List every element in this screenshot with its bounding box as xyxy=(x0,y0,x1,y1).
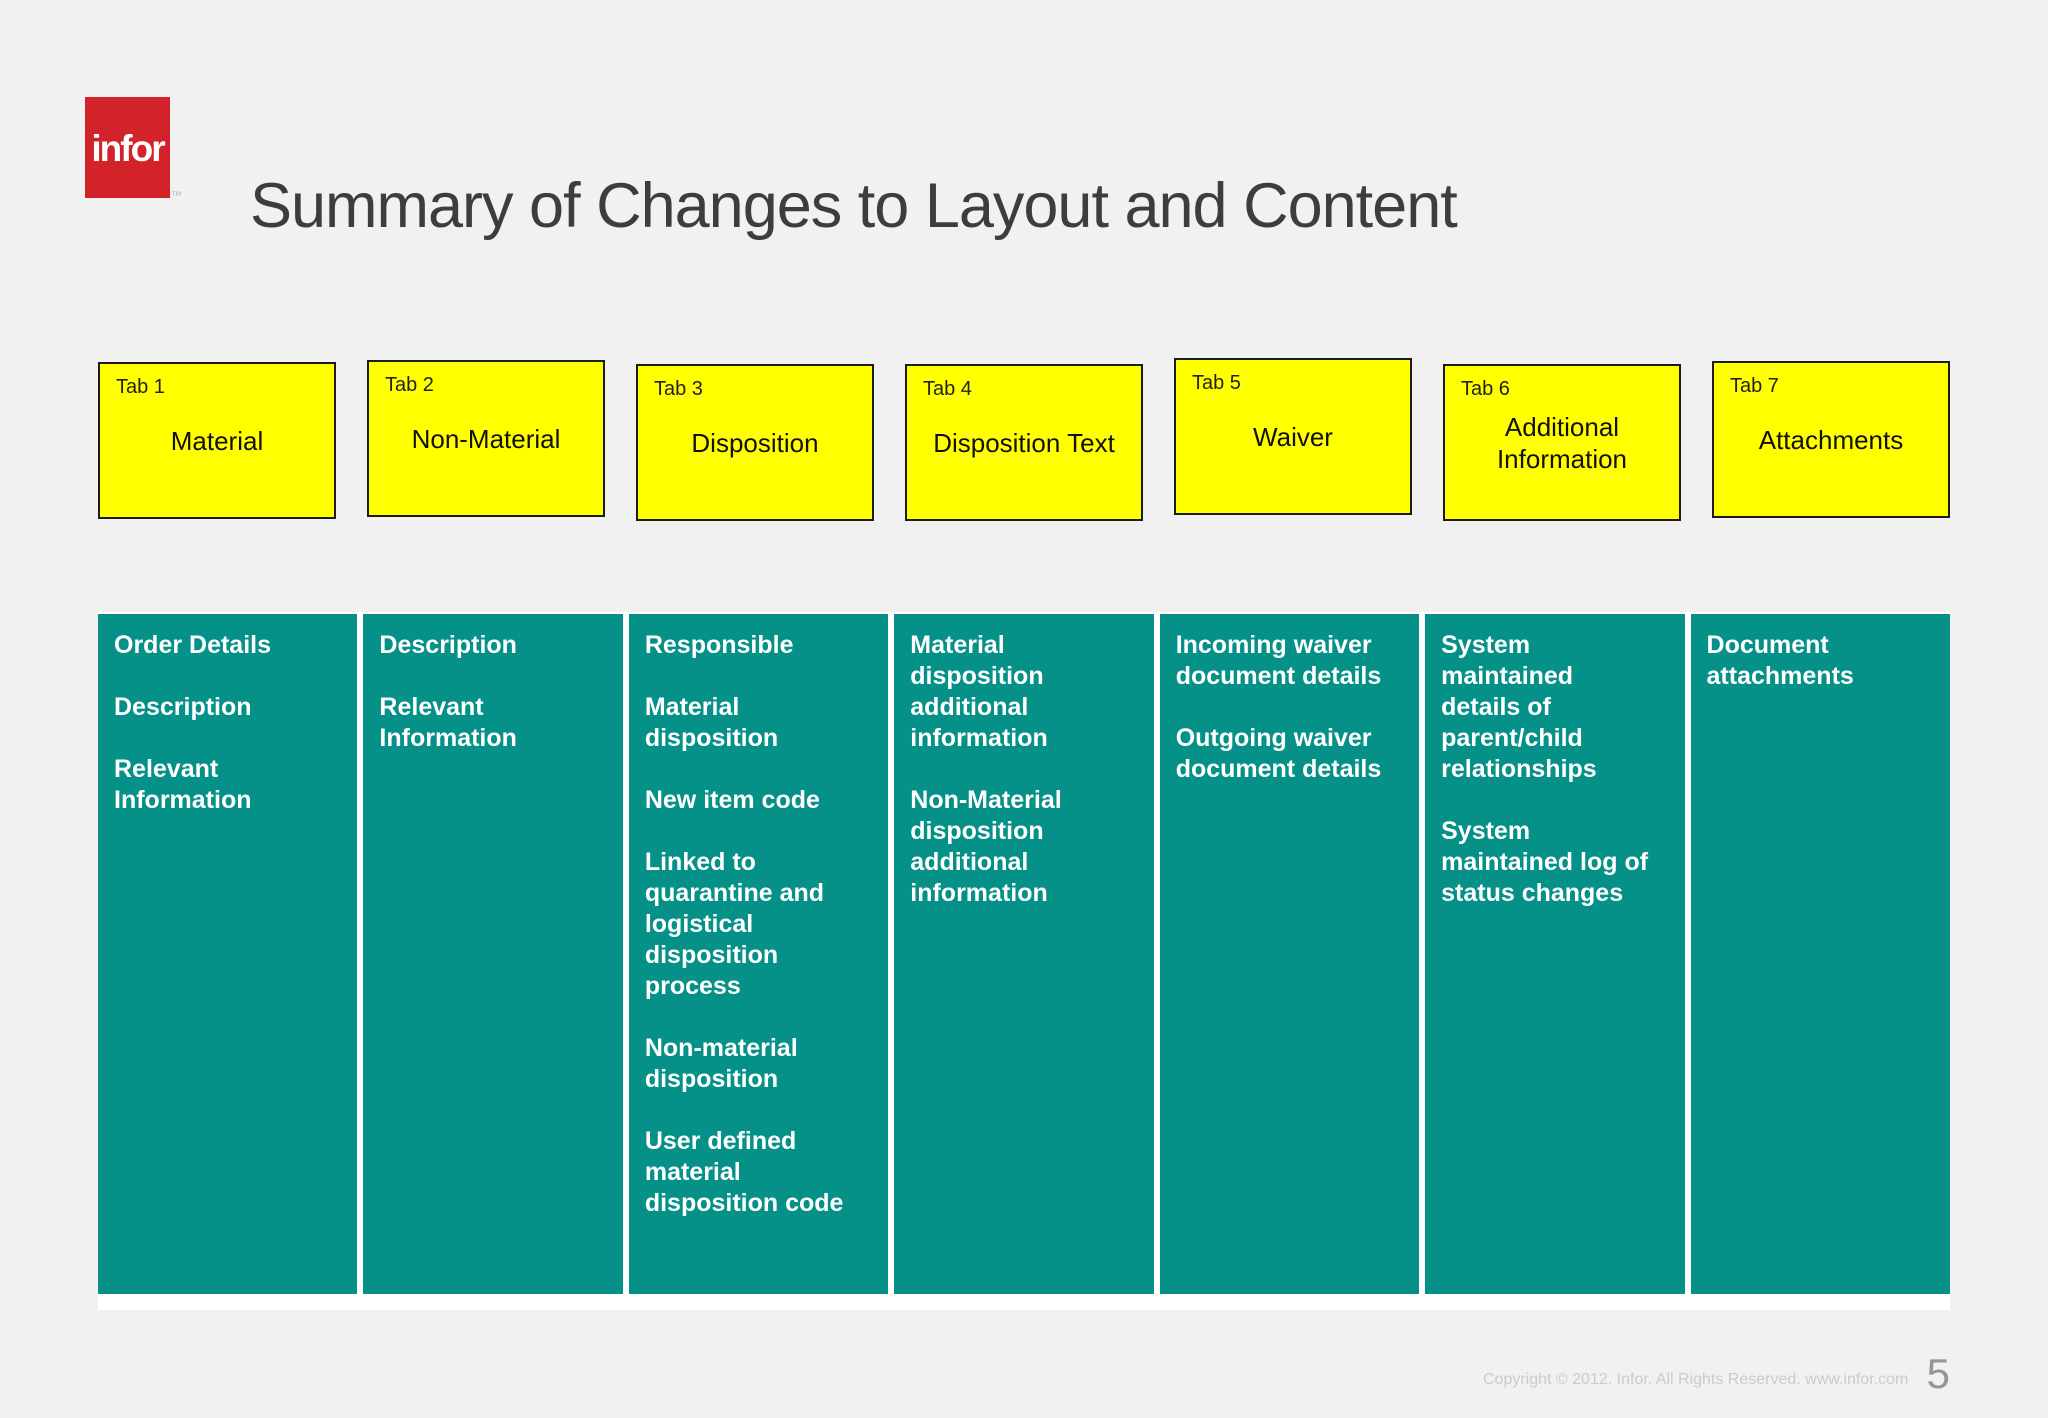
column-item: Relevant Information xyxy=(114,755,252,814)
column-item: New item code xyxy=(644,786,820,814)
tab-box-disposition-text: Tab 4 Disposition Text xyxy=(905,364,1143,521)
tab-box-disposition: Tab 3 Disposition xyxy=(636,364,874,521)
tab-box-non-material: Tab 2 Non-Material xyxy=(367,360,605,517)
column-item: Description xyxy=(114,693,252,721)
tab-label: Waiver xyxy=(1253,421,1333,452)
column-item: Responsible xyxy=(644,631,794,659)
tab-number: Tab 4 xyxy=(923,378,972,400)
content-column-attachments: Document attachments xyxy=(1690,614,1950,1294)
tab-label: Material xyxy=(170,425,264,456)
content-column-waiver: Incoming waiver document details Outgoin… xyxy=(1159,614,1420,1294)
infor-logo-text: infor xyxy=(91,127,165,169)
column-item: Document attachments xyxy=(1706,631,1854,690)
column-item: User defined material disposition code xyxy=(644,1127,844,1217)
content-column-material: Order Details Description Relevant Infor… xyxy=(98,614,358,1294)
column-item: Linked to quarantine and logistical disp… xyxy=(644,848,825,1000)
tab-number: Tab 5 xyxy=(1192,372,1241,394)
column-item: Description xyxy=(379,631,517,659)
tab-box-waiver: Tab 5 Waiver xyxy=(1174,358,1412,515)
column-item: Non-material disposition xyxy=(644,1034,798,1093)
column-item: Relevant Information xyxy=(379,693,517,752)
page-number: 5 xyxy=(1926,1350,1950,1397)
column-item: Outgoing waiver document details xyxy=(1175,724,1382,783)
tab-box-material: Tab 1 Material xyxy=(98,362,336,519)
tab-number: Tab 6 xyxy=(1461,378,1510,400)
tabs-row: Tab 1 Material Tab 2 Non-Material Tab 3 … xyxy=(98,358,1950,521)
tab-box-additional-information: Tab 6 Additional Information xyxy=(1443,364,1681,521)
tab-label: Additional Information xyxy=(1496,411,1628,474)
content-column-disposition-text: Material disposition additional informat… xyxy=(894,614,1154,1294)
tab-number: Tab 2 xyxy=(385,374,434,396)
column-item: Non-Material disposition additional info… xyxy=(910,786,1062,907)
column-item: Material disposition xyxy=(644,693,779,752)
tab-label: Attachments xyxy=(1758,424,1904,455)
tab-number: Tab 1 xyxy=(116,376,165,398)
column-item: Order Details xyxy=(114,631,272,659)
tab-number: Tab 3 xyxy=(654,378,703,400)
tab-box-attachments: Tab 7 Attachments xyxy=(1712,361,1950,518)
tab-label: Disposition Text xyxy=(933,427,1115,458)
trademark-symbol: ™ xyxy=(171,190,182,202)
copyright-text: Copyright © 2012. Infor. All Rights Rese… xyxy=(1483,1371,1909,1388)
column-item: Material disposition additional informat… xyxy=(910,631,1048,752)
column-item: Incoming waiver document details xyxy=(1175,631,1382,690)
tab-label: Disposition xyxy=(691,427,819,458)
tab-label: Non-Material xyxy=(411,423,561,454)
column-item: System maintained log of status changes xyxy=(1441,817,1649,907)
column-item: System maintained details of parent/chil… xyxy=(1441,631,1597,783)
content-column-additional-information: System maintained details of parent/chil… xyxy=(1425,614,1685,1294)
infor-logo: infor ™ xyxy=(85,97,182,202)
content-columns-panel: Order Details Description Relevant Infor… xyxy=(98,612,1950,1310)
content-column-disposition: Responsible Material disposition New ite… xyxy=(628,614,889,1294)
tab-number: Tab 7 xyxy=(1730,375,1779,397)
page-title: Summary of Changes to Layout and Content xyxy=(250,171,1458,241)
content-column-non-material: Description Relevant Information xyxy=(363,614,623,1294)
